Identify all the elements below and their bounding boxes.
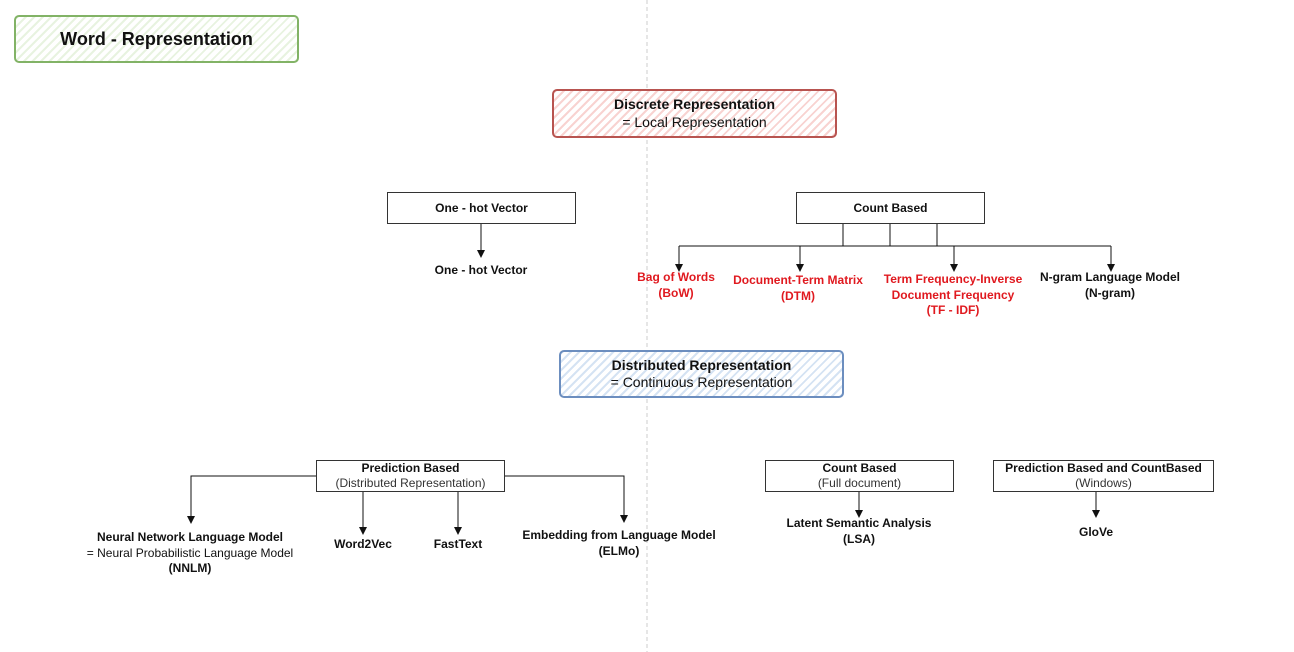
discrete-count-based-box: Count Based — [796, 192, 985, 224]
one-hot-box-label: One - hot Vector — [435, 200, 528, 215]
distributed-subtitle: = Continuous Representation — [610, 374, 793, 390]
one-hot-box: One - hot Vector — [387, 192, 576, 224]
discrete-count-based-label: Count Based — [853, 200, 928, 215]
leaf-fasttext: FastText — [433, 537, 483, 551]
leaf-tfidf: Term Frequency-Inverse Document Frequenc… — [883, 272, 1023, 318]
discrete-representation-box: Discrete Representation = Local Represen… — [552, 89, 837, 138]
distributed-title: Distributed Representation — [611, 356, 792, 373]
page-title: Word - Representation — [14, 15, 299, 63]
distributed-count-based-box: Count Based (Full document) — [765, 460, 954, 492]
hybrid-box: Prediction Based and CountBased (Windows… — [993, 460, 1214, 492]
edges-discrete-count — [675, 224, 1115, 272]
prediction-based-box: Prediction Based (Distributed Representa… — [316, 460, 505, 492]
leaf-dtm: Document-Term Matrix (DTM) — [733, 273, 863, 303]
discrete-title: Discrete Representation — [613, 96, 776, 112]
distributed-count-based-title: Count Based — [822, 461, 897, 475]
hybrid-title: Prediction Based and CountBased — [1005, 461, 1202, 475]
distributed-representation-box: Distributed Representation = Continuous … — [559, 350, 844, 398]
leaf-bow: Bag of Words (BoW) — [637, 270, 715, 300]
leaf-elmo: Embedding from Language Model (ELMo) — [522, 528, 716, 558]
hybrid-subtitle: (Windows) — [1075, 476, 1132, 490]
leaf-glove: GloVe — [1078, 525, 1114, 539]
distributed-count-based-subtitle: (Full document) — [817, 476, 902, 490]
leaf-nnlm: Neural Network Language Model = Neural P… — [86, 530, 294, 576]
leaf-ngram: N-gram Language Model (N-gram) — [1039, 270, 1181, 300]
discrete-subtitle: = Local Representation — [622, 113, 767, 130]
page-title-text: Word - Representation — [60, 28, 253, 49]
edges-prediction — [187, 475, 628, 535]
prediction-based-subtitle: (Distributed Representation) — [335, 476, 486, 490]
prediction-based-title: Prediction Based — [361, 461, 460, 475]
leaf-word2vec: Word2Vec — [334, 537, 392, 551]
one-hot-leaf: One - hot Vector — [434, 263, 528, 277]
leaf-lsa: Latent Semantic Analysis (LSA) — [786, 516, 932, 546]
